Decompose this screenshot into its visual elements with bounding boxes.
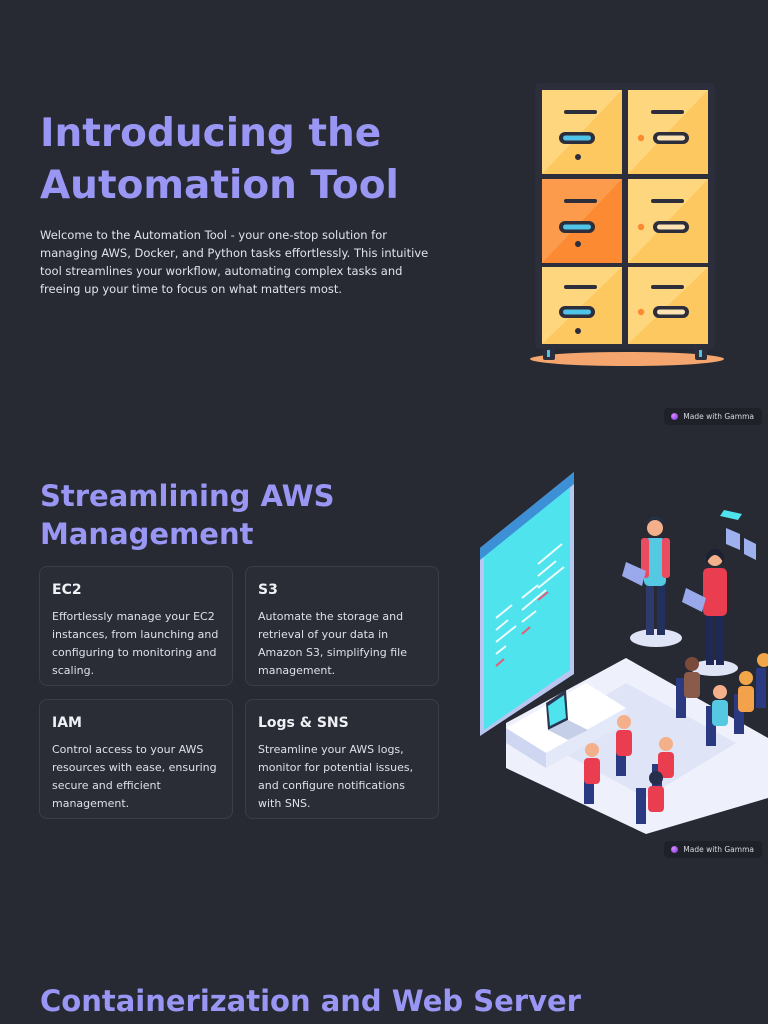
- card-body: Automate the storage and retrieval of yo…: [258, 610, 407, 677]
- card-logs-sns: Logs & SNS Streamline your AWS logs, mon…: [245, 699, 439, 819]
- presentation-audience-illustration: [480, 472, 768, 834]
- made-with-gamma-badge[interactable]: Made with Gamma: [664, 408, 762, 425]
- badge-label: Made with Gamma: [683, 412, 754, 421]
- slide-aws: Streamlining AWS Management EC2 Effortle…: [0, 432, 768, 864]
- card-title: S3: [258, 582, 278, 598]
- intro-description: Welcome to the Automation Tool - your on…: [40, 228, 429, 296]
- card-title: EC2: [52, 582, 82, 598]
- gamma-logo-icon: [671, 413, 679, 420]
- intro-title: Introducing the Automation Tool: [40, 111, 399, 208]
- filing-cabinet-illustration: [530, 83, 724, 366]
- drawer: [542, 179, 622, 263]
- card-iam: IAM Control access to your AWS resources…: [39, 699, 233, 819]
- card-body: Control access to your AWS resources wit…: [52, 743, 217, 810]
- card-title: IAM: [52, 715, 82, 731]
- drawer: [542, 90, 622, 174]
- badge-label: Made with Gamma: [683, 845, 754, 854]
- drawer: [542, 267, 622, 344]
- drawer: [628, 90, 708, 174]
- card-body: Streamline your AWS logs, monitor for po…: [258, 743, 414, 810]
- card-ec2: EC2 Effortlessly manage your EC2 instanc…: [39, 566, 233, 686]
- slide-intro: Introducing the Automation Tool Welcome …: [0, 0, 768, 432]
- drawer: [628, 179, 708, 263]
- containerization-title: Containerization and Web Server: [40, 984, 581, 1018]
- slide-containerization: Containerization and Web Server: [0, 864, 768, 1024]
- audience-figures: [584, 653, 768, 824]
- card-s3: S3 Automate the storage and retrieval of…: [245, 566, 439, 686]
- card-title: Logs & SNS: [258, 715, 349, 731]
- aws-section-title: Streamlining AWS Management: [40, 479, 335, 551]
- drawer: [628, 267, 708, 344]
- card-body: Effortlessly manage your EC2 instances, …: [52, 610, 219, 677]
- gamma-logo-icon: [671, 846, 679, 853]
- made-with-gamma-badge[interactable]: Made with Gamma: [664, 841, 762, 858]
